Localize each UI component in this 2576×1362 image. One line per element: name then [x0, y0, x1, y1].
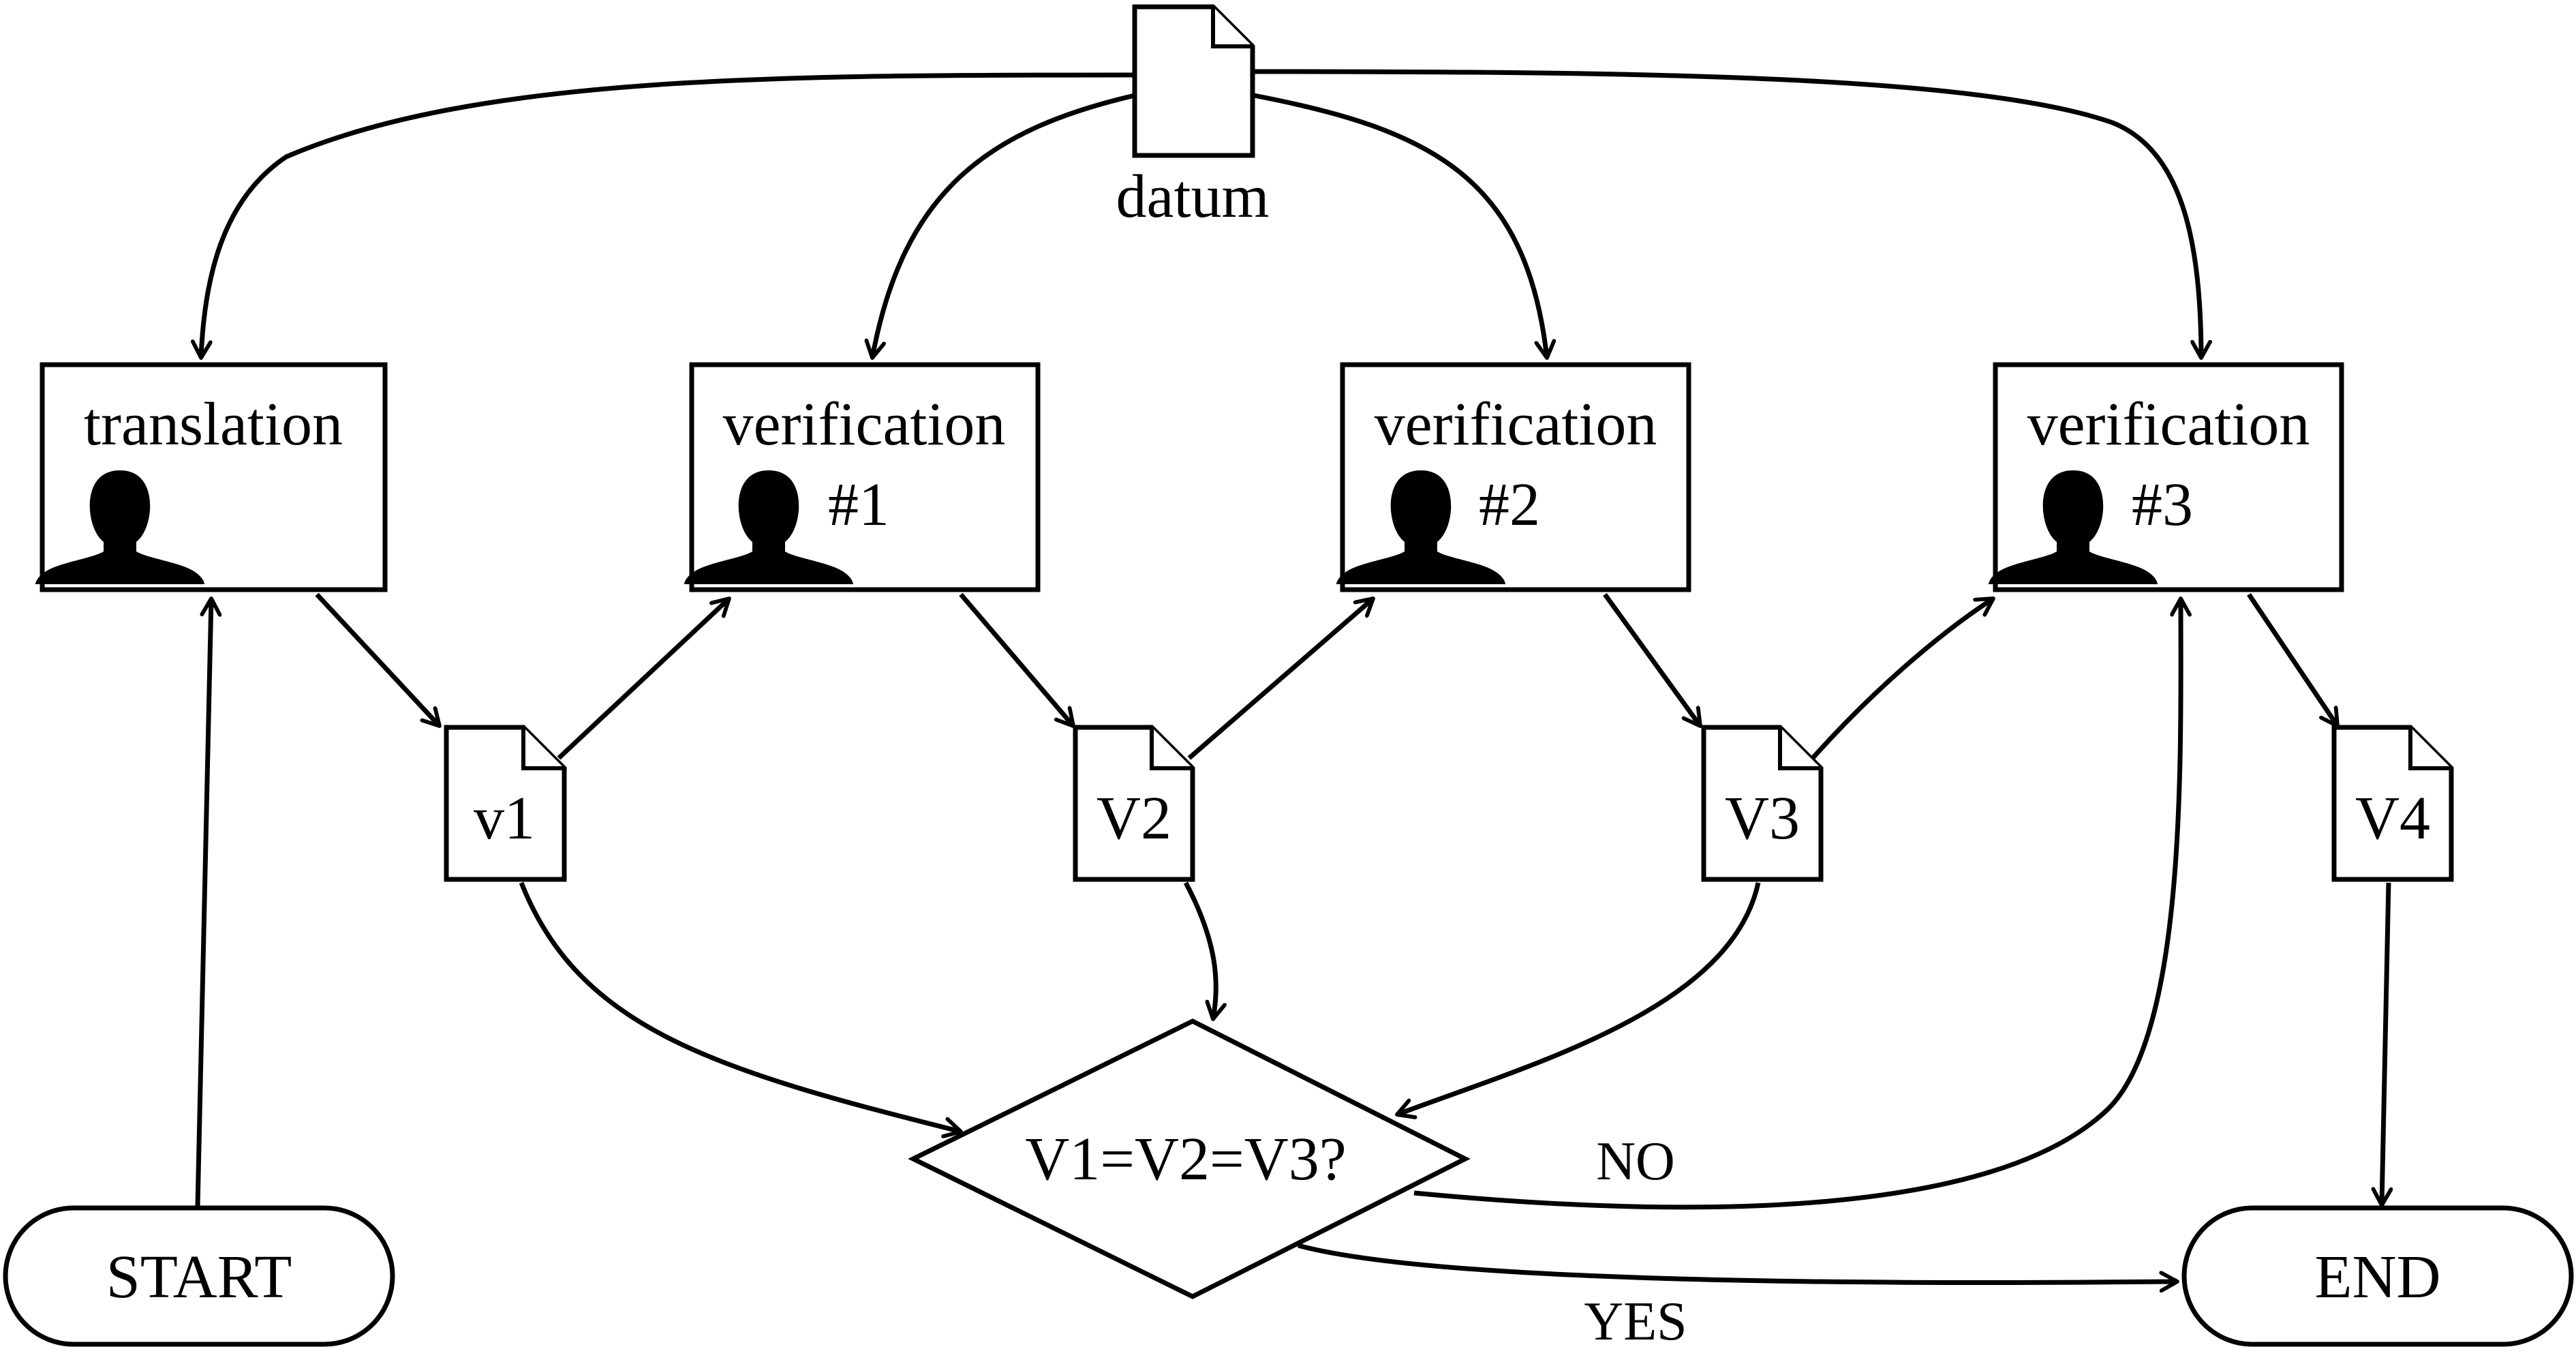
version-document-v4: V4	[2331, 725, 2454, 882]
step-verification-1-label: verification	[723, 391, 1006, 458]
document-icon	[1701, 725, 1824, 882]
version-document-v3: V3	[1701, 725, 1824, 882]
edge-v4-to-end	[2382, 882, 2389, 1205]
step-translation-label: translation	[84, 391, 343, 458]
document-icon	[1073, 725, 1195, 882]
step-translation: translation	[35, 362, 388, 592]
edge-v3-to-decision	[1397, 882, 1761, 1115]
step-verification-3-number: #3	[2132, 471, 2193, 539]
version-v4-label: V4	[2355, 785, 2430, 852]
step-verification-3: verification #3	[1989, 362, 2344, 592]
edge-decision-yes-to-end	[1298, 1243, 2177, 1283]
document-icon	[444, 725, 567, 882]
start-label: START	[106, 1243, 292, 1311]
edges	[195, 69, 2389, 1283]
edge-datum-to-verification-1	[872, 93, 1135, 358]
edge-verification-1-to-v2	[959, 592, 1073, 726]
version-v3-label: V3	[1725, 785, 1800, 852]
edge-label-no: NO	[1596, 1132, 1675, 1192]
edge-datum-to-translation	[201, 72, 1135, 358]
version-v1-label: v1	[474, 785, 535, 852]
datum-document: datum	[1116, 4, 1270, 230]
datum-label: datum	[1116, 163, 1270, 230]
step-verification-3-label: verification	[2027, 391, 2310, 458]
document-icon	[1132, 4, 1255, 158]
edge-decision-no-to-verification-3	[1413, 599, 2181, 1210]
step-verification-2-number: #2	[1479, 471, 1540, 539]
edge-translation-to-v1	[315, 592, 440, 726]
edge-verification-2-to-v3	[1603, 592, 1700, 726]
edge-label-yes: YES	[1584, 1292, 1687, 1352]
edge-v1-to-verification-1	[557, 599, 729, 760]
decision-label: V1=V2=V3?	[1025, 1125, 1346, 1193]
version-document-v2: V2	[1073, 725, 1195, 882]
edge-v3-to-verification-3	[1811, 596, 1993, 760]
edge-start-to-translation	[195, 599, 211, 1207]
edge-datum-to-verification-2	[1253, 93, 1547, 358]
document-icon	[2331, 725, 2454, 882]
edge-v2-to-decision	[1183, 881, 1216, 1019]
step-verification-1-number: #1	[828, 471, 889, 539]
step-verification-2-label: verification	[1375, 391, 1657, 458]
end-label: END	[2315, 1243, 2441, 1311]
end-terminal: END	[2181, 1205, 2574, 1347]
version-v2-label: V2	[1097, 785, 1171, 852]
step-verification-1: verification #1	[684, 362, 1041, 592]
start-terminal: START	[3, 1205, 395, 1347]
edge-v1-to-decision	[519, 881, 961, 1132]
edge-verification-3-to-v4	[2247, 593, 2340, 726]
version-document-v1: v1	[444, 725, 567, 882]
decision-diamond: V1=V2=V3?	[908, 1018, 1471, 1299]
edge-datum-to-verification-3	[1253, 69, 2201, 358]
edge-v2-to-verification-2	[1187, 599, 1373, 760]
step-verification-2: verification #2	[1336, 362, 1691, 592]
